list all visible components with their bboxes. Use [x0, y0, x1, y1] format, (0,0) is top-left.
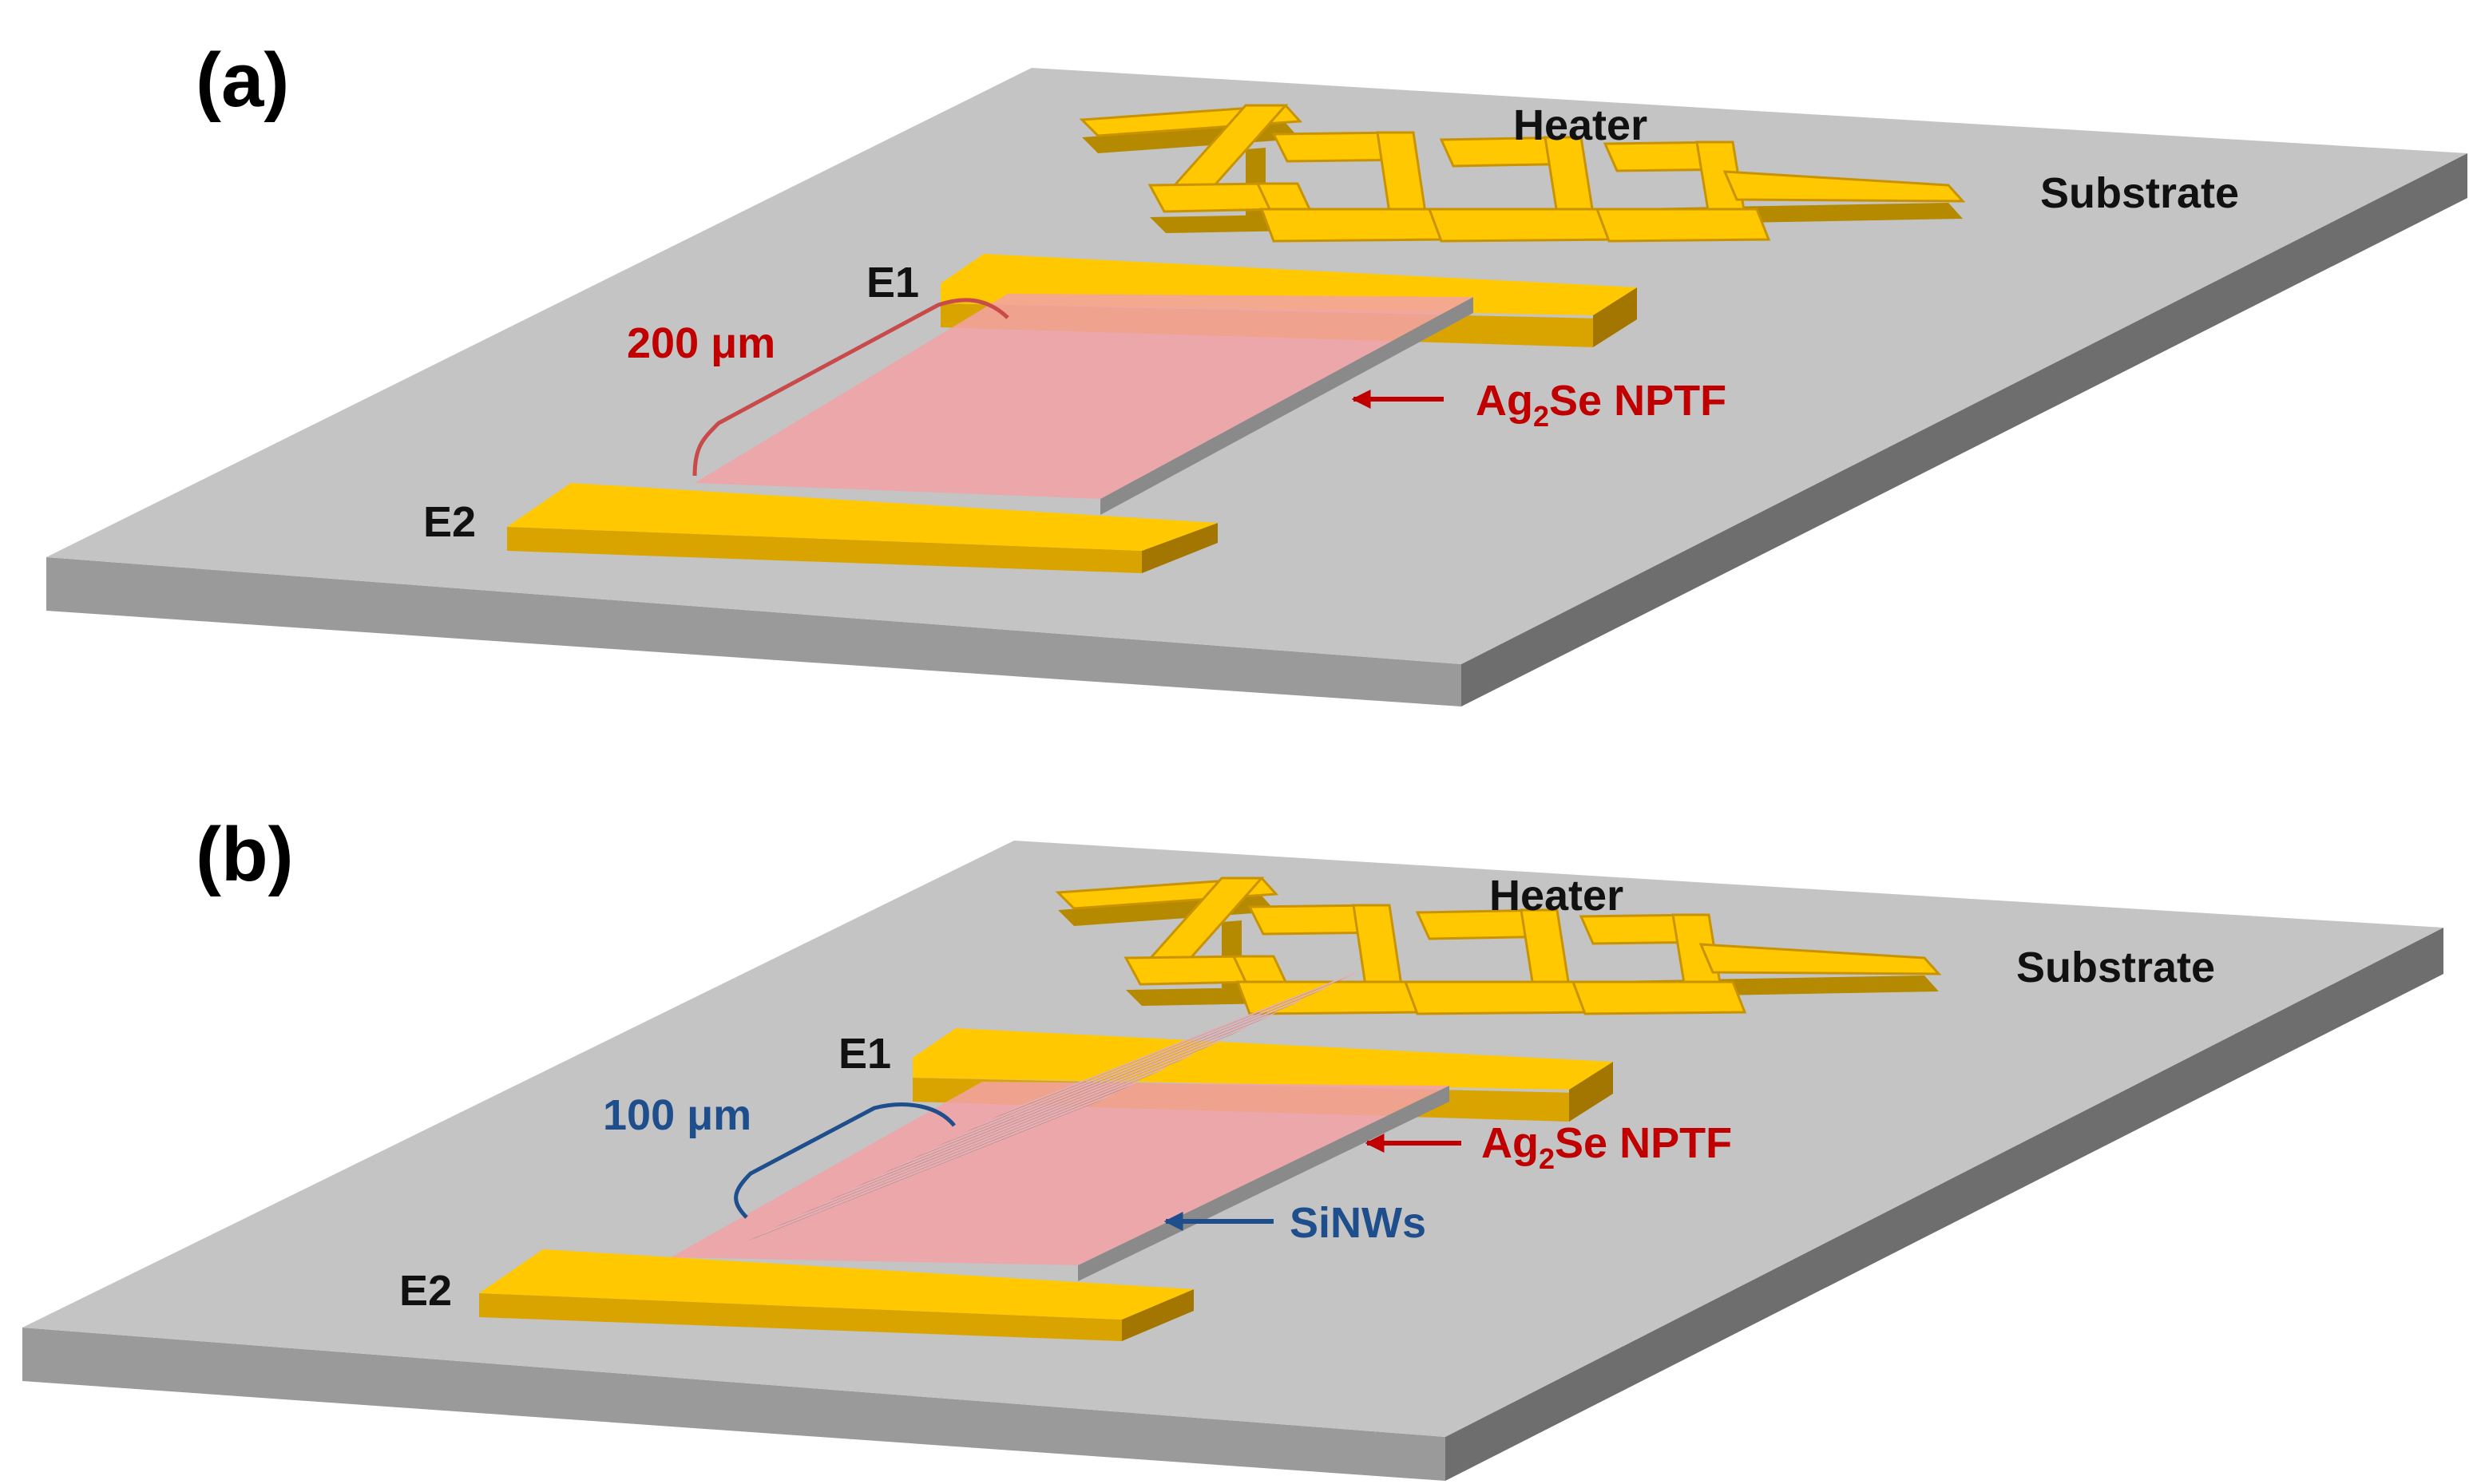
substrate-front-face — [22, 1328, 1445, 1481]
sinw-ridge — [774, 1084, 1135, 1228]
electrode-e2 — [479, 1249, 1194, 1341]
panel-label: (b) — [196, 812, 294, 897]
sinw-ridge-highlight — [866, 1039, 1224, 1182]
sinw-ridge — [801, 1070, 1162, 1214]
heater-label: Heater — [1489, 872, 1623, 920]
electrode-e2 — [507, 483, 1218, 573]
ag2se-film — [671, 1082, 1449, 1281]
heater-meander — [1055, 877, 1942, 1015]
sinw-ridge — [855, 1043, 1216, 1187]
sinw-ridge-highlight — [758, 1093, 1116, 1237]
panel-b: (b) Heater Substrate E1 E2 100 μm Ag2Se … — [22, 812, 2443, 1481]
sinw-ridge-highlight — [812, 1066, 1170, 1209]
gap-bracket — [734, 1102, 956, 1219]
electrode-e1-label: E1 — [866, 259, 919, 307]
sinw-ridge-highlight — [839, 1052, 1197, 1196]
heater-label: Heater — [1513, 101, 1647, 149]
sinw-array — [747, 971, 1360, 1241]
substrate-side-face — [1445, 928, 2443, 1481]
film-label: Ag2Se NPTF — [1481, 1119, 1732, 1175]
substrate-side-face — [1461, 153, 2467, 706]
substrate-label: Substrate — [2016, 944, 2215, 991]
sinw-ridge-highlight — [975, 984, 1333, 1128]
gap-bracket — [692, 298, 1009, 477]
sinw-ridge — [910, 1016, 1270, 1160]
sinw-label: SiNWs — [1290, 1199, 1426, 1247]
electrode-e2-label: E2 — [423, 498, 476, 546]
sinw-ridge-highlight — [785, 1079, 1143, 1223]
sinw-ridge — [937, 1003, 1298, 1146]
electrode-e2-label: E2 — [399, 1267, 452, 1315]
sinw-ridge-highlight — [921, 1011, 1278, 1155]
sinw-ridge-highlight — [948, 998, 1306, 1142]
gap-label: 100 μm — [603, 1091, 751, 1139]
sinw-ridge — [991, 975, 1352, 1119]
gap-label: 200 μm — [627, 319, 775, 367]
substrate-label: Substrate — [2040, 169, 2239, 217]
panel-a: (a) Heater Substrate E1 E2 200 μm Ag2Se … — [46, 38, 2467, 706]
film-label: Ag2Se NPTF — [1476, 377, 1726, 433]
sinw-ridge — [964, 989, 1325, 1133]
sinw-ridge — [882, 1030, 1243, 1173]
panel-label: (a) — [196, 38, 289, 123]
sinw-ridge-highlight — [1002, 971, 1360, 1114]
ag2se-film — [695, 294, 1473, 515]
electrode-e1-label: E1 — [838, 1030, 891, 1078]
sinw-ridge — [747, 1098, 1108, 1241]
substrate-front-face — [46, 557, 1461, 706]
sinw-ridge — [828, 1057, 1189, 1201]
heater-meander — [1079, 104, 1966, 243]
sinw-ridge-highlight — [894, 1025, 1251, 1169]
